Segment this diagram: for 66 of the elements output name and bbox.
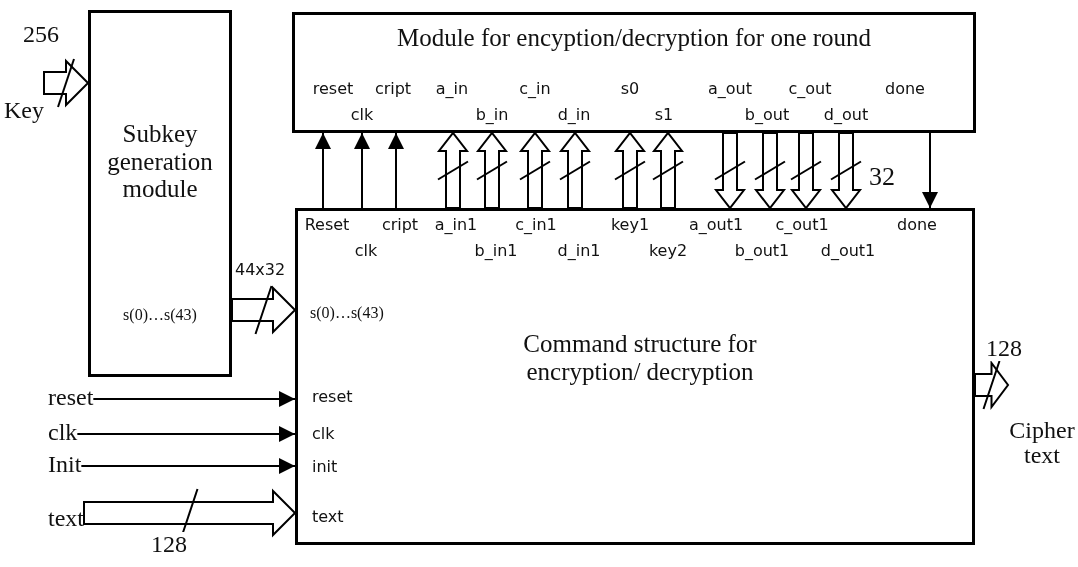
port-label: clk — [354, 242, 378, 260]
signal-arrow — [315, 132, 331, 209]
port-label: cript — [374, 80, 412, 98]
bus-arrow — [829, 132, 863, 210]
bus-arrow — [753, 132, 787, 210]
signal-label: Cipher text — [1008, 418, 1076, 469]
signal-arrow — [76, 426, 296, 442]
module-box — [295, 208, 975, 545]
signal-arrow — [80, 458, 296, 474]
port-label: a_in — [435, 80, 469, 98]
port-label: done — [885, 80, 925, 98]
bus-arrow — [789, 132, 823, 210]
port-label: c_out1 — [775, 216, 829, 234]
module-box — [292, 12, 976, 133]
port-label: a_out — [708, 80, 752, 98]
bus-arrow — [83, 488, 297, 538]
port-label: Reset — [304, 216, 350, 234]
port-label: text — [312, 508, 344, 526]
port-label: d_in — [557, 106, 591, 124]
port-label: cript — [381, 216, 419, 234]
port-label: done — [897, 216, 937, 234]
port-label: key2 — [648, 242, 688, 260]
signal-arrow — [354, 132, 370, 209]
port-label: s(0)…s(43) — [123, 306, 197, 324]
signal-arrow — [92, 391, 296, 407]
bus-arrow — [974, 360, 1010, 410]
signal-label: Init — [48, 452, 82, 478]
signal-label: reset — [48, 385, 94, 411]
bus-arrow — [436, 131, 470, 209]
port-label: d_in1 — [557, 242, 601, 260]
signal-label: Key — [4, 98, 44, 124]
port-label: reset — [312, 388, 353, 406]
signal-arrow — [922, 132, 938, 209]
bus-arrow — [43, 58, 90, 108]
bus-arrow — [231, 285, 297, 335]
port-label: reset — [312, 80, 354, 98]
port-label: init — [312, 458, 338, 476]
module-title: Subkey generation module — [106, 120, 214, 203]
port-label: a_in1 — [434, 216, 478, 234]
bus-arrow — [558, 131, 592, 209]
port-label: b_in1 — [474, 242, 518, 260]
module-box — [88, 10, 232, 377]
port-label: clk — [350, 106, 374, 124]
bus-arrow — [475, 131, 509, 209]
module-title: Module for encyption/decryption for one round — [395, 24, 873, 52]
port-label: s1 — [654, 106, 674, 124]
signal-label: clk — [48, 420, 78, 446]
port-label: d_out — [823, 106, 869, 124]
port-label: d_out1 — [820, 242, 876, 260]
bus-arrow — [518, 131, 552, 209]
port-label: b_out — [744, 106, 790, 124]
port-label: s0 — [620, 80, 640, 98]
port-label: b_out1 — [734, 242, 790, 260]
bus-arrow — [713, 132, 747, 210]
bus-arrow — [651, 131, 685, 209]
port-label: a_out1 — [688, 216, 744, 234]
signal-arrow — [388, 132, 404, 209]
port-label: c_in — [519, 80, 551, 98]
bus-arrow — [613, 131, 647, 209]
port-label: s(0)…s(43) — [310, 304, 384, 322]
module-title: Command structure for encryption/ decryption — [522, 330, 758, 385]
port-label: c_in1 — [515, 216, 557, 234]
port-label: c_out — [788, 80, 832, 98]
port-label: key1 — [610, 216, 650, 234]
port-label: b_in — [475, 106, 509, 124]
port-label: clk — [312, 425, 335, 443]
